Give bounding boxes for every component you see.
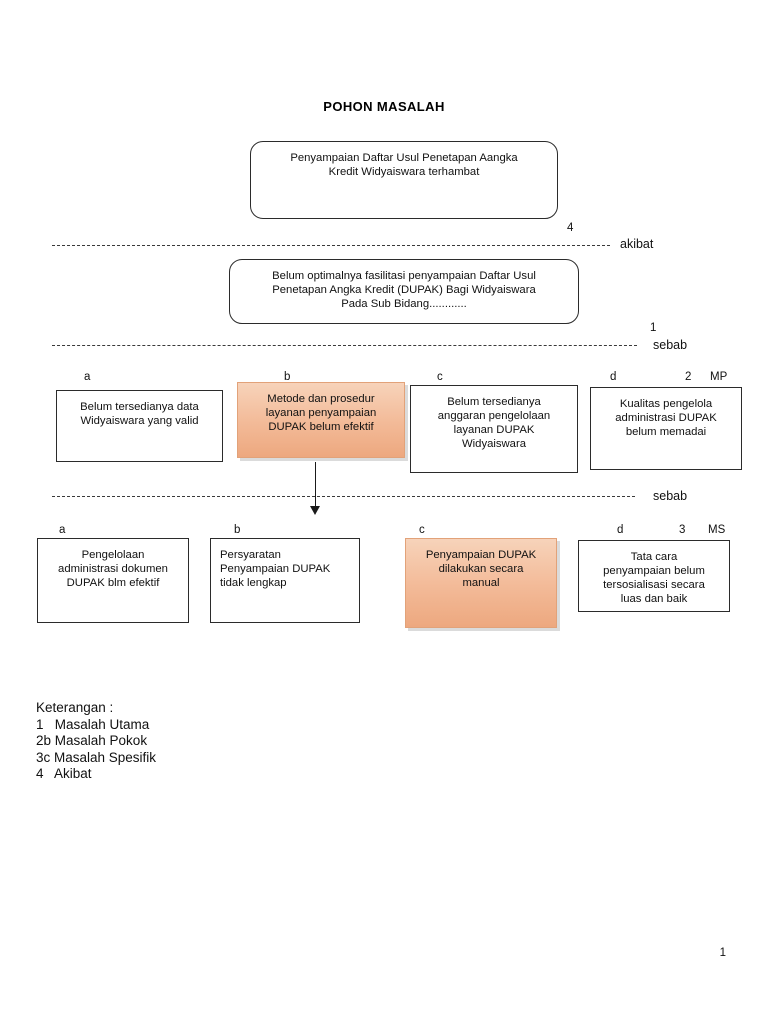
sebab2-label: sebab [653,489,688,503]
core-problem-box: Belum optimalnya fasilitasi penyampaian … [229,259,579,324]
main-item-d-box: Kualitas pengelola administrasi DUPAK be… [590,387,742,470]
main-item-d-text: Kualitas pengelola administrasi DUPAK be… [615,398,717,438]
effect-box-text: Penyampaian Daftar Usul Penetapan Aangka… [290,152,518,178]
effect-box: Penyampaian Daftar Usul Penetapan Aangka… [250,141,558,219]
core-problem-text: Belum optimalnya fasilitasi penyampaian … [272,270,536,310]
specific-row-code-letters: MS [708,524,726,536]
connector-arrow-stem [315,462,316,508]
legend-row-4: 4 Akibat [36,766,92,781]
page-number: 1 [719,947,726,959]
specific-item-c-letter: c [419,524,425,536]
specific-item-d-letter: d [617,524,624,536]
legend-heading: Keterangan : [36,700,114,715]
legend-row-3: 3c Masalah Spesifik [36,749,157,765]
main-row-code-letters: MP [710,371,728,383]
sebab1-code-number: 1 [650,322,657,334]
specific-item-b-letter: b [234,524,241,536]
akibat-code-number: 4 [567,222,574,234]
specific-item-c-box: Penyampaian DUPAK dilakukan secara manua… [405,538,557,628]
main-item-c-text: Belum tersedianya anggaran pengelolaan l… [437,396,551,450]
akibat-separator-line [52,245,610,246]
main-item-b-text: Metode dan prosedur layanan penyampaian … [265,393,377,433]
main-item-d-letter: d [610,371,617,383]
sebab2-separator-line [52,496,635,497]
page-title: POHON MASALAH [323,99,445,114]
akibat-label: akibat [620,237,654,251]
main-item-b-letter: b [284,371,291,383]
specific-item-a-text: Pengelolaan administrasi dokumen DUPAK b… [58,549,168,589]
main-row-code-number: 2 [685,371,692,383]
specific-item-c-text: Penyampaian DUPAK dilakukan secara manua… [425,549,537,589]
main-item-c-letter: c [437,371,443,383]
main-item-b-box: Metode dan prosedur layanan penyampaian … [237,382,405,458]
specific-item-b-text: Persyaratan Penyampaian DUPAK tidak leng… [220,549,331,589]
sebab1-label: sebab [653,338,688,352]
legend: Keterangan : 1 Masalah Utama 2b Masalah … [36,700,156,783]
specific-item-b-box: Persyaratan Penyampaian DUPAK tidak leng… [210,538,360,623]
specific-item-d-text: Tata cara penyampaian belum tersosialisa… [603,551,705,605]
specific-item-a-box: Pengelolaan administrasi dokumen DUPAK b… [37,538,189,623]
main-item-a-letter: a [84,371,91,383]
specific-item-a-letter: a [59,524,66,536]
sebab1-separator-line [52,345,637,346]
main-item-a-box: Belum tersedianya data Widyaiswara yang … [56,390,223,462]
legend-row-1: 1 Masalah Utama [36,716,150,732]
main-item-a-text: Belum tersedianya data Widyaiswara yang … [80,401,199,427]
main-item-c-box: Belum tersedianya anggaran pengelolaan l… [410,385,578,473]
specific-row-code-number: 3 [679,524,686,536]
connector-arrow-head [310,506,320,515]
legend-row-2: 2b Masalah Pokok [36,733,148,748]
specific-item-d-box: Tata cara penyampaian belum tersosialisa… [578,540,730,612]
